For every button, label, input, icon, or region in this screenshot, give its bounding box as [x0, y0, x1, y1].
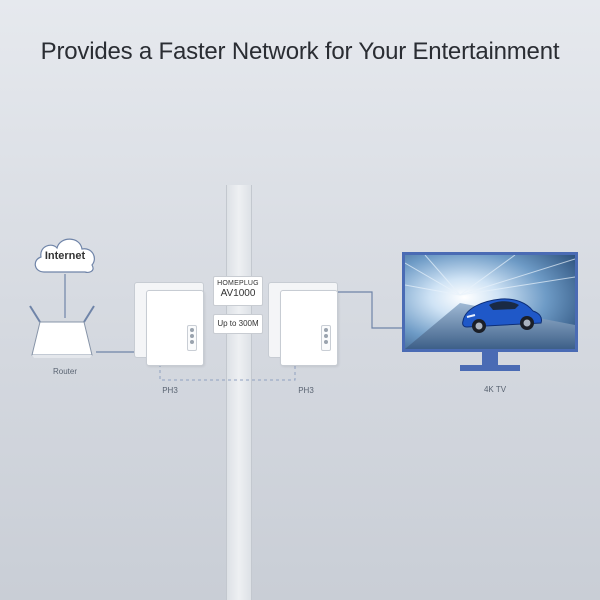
- tv-screen: [402, 252, 578, 352]
- tv-base: [460, 365, 520, 371]
- speed-badge: Up to 300M: [213, 314, 263, 334]
- cloud-icon: [34, 238, 95, 273]
- car-image: [405, 255, 575, 349]
- spec-line1: HOMEPLUG: [217, 280, 259, 287]
- adapter-tv-cable: [338, 291, 404, 329]
- adapter-label-left: PH3: [162, 386, 178, 395]
- router-icon: [29, 305, 95, 358]
- page-title: Provides a Faster Network for Your Enter…: [40, 38, 560, 65]
- adapter-label-right: PH3: [298, 386, 314, 395]
- powerline-dashed-link: [159, 364, 296, 381]
- wall: [226, 185, 252, 600]
- led-indicators: [321, 325, 331, 351]
- tv-label: 4K TV: [483, 385, 507, 394]
- tv-icon: [402, 252, 578, 372]
- led-indicators: [187, 325, 197, 351]
- tv-stand: [482, 352, 498, 366]
- spec-line2: AV1000: [220, 288, 256, 299]
- cloud-label: Internet: [44, 250, 86, 262]
- router-label: Router: [52, 367, 77, 376]
- spec-badge: HOMEPLUG AV1000: [213, 276, 263, 306]
